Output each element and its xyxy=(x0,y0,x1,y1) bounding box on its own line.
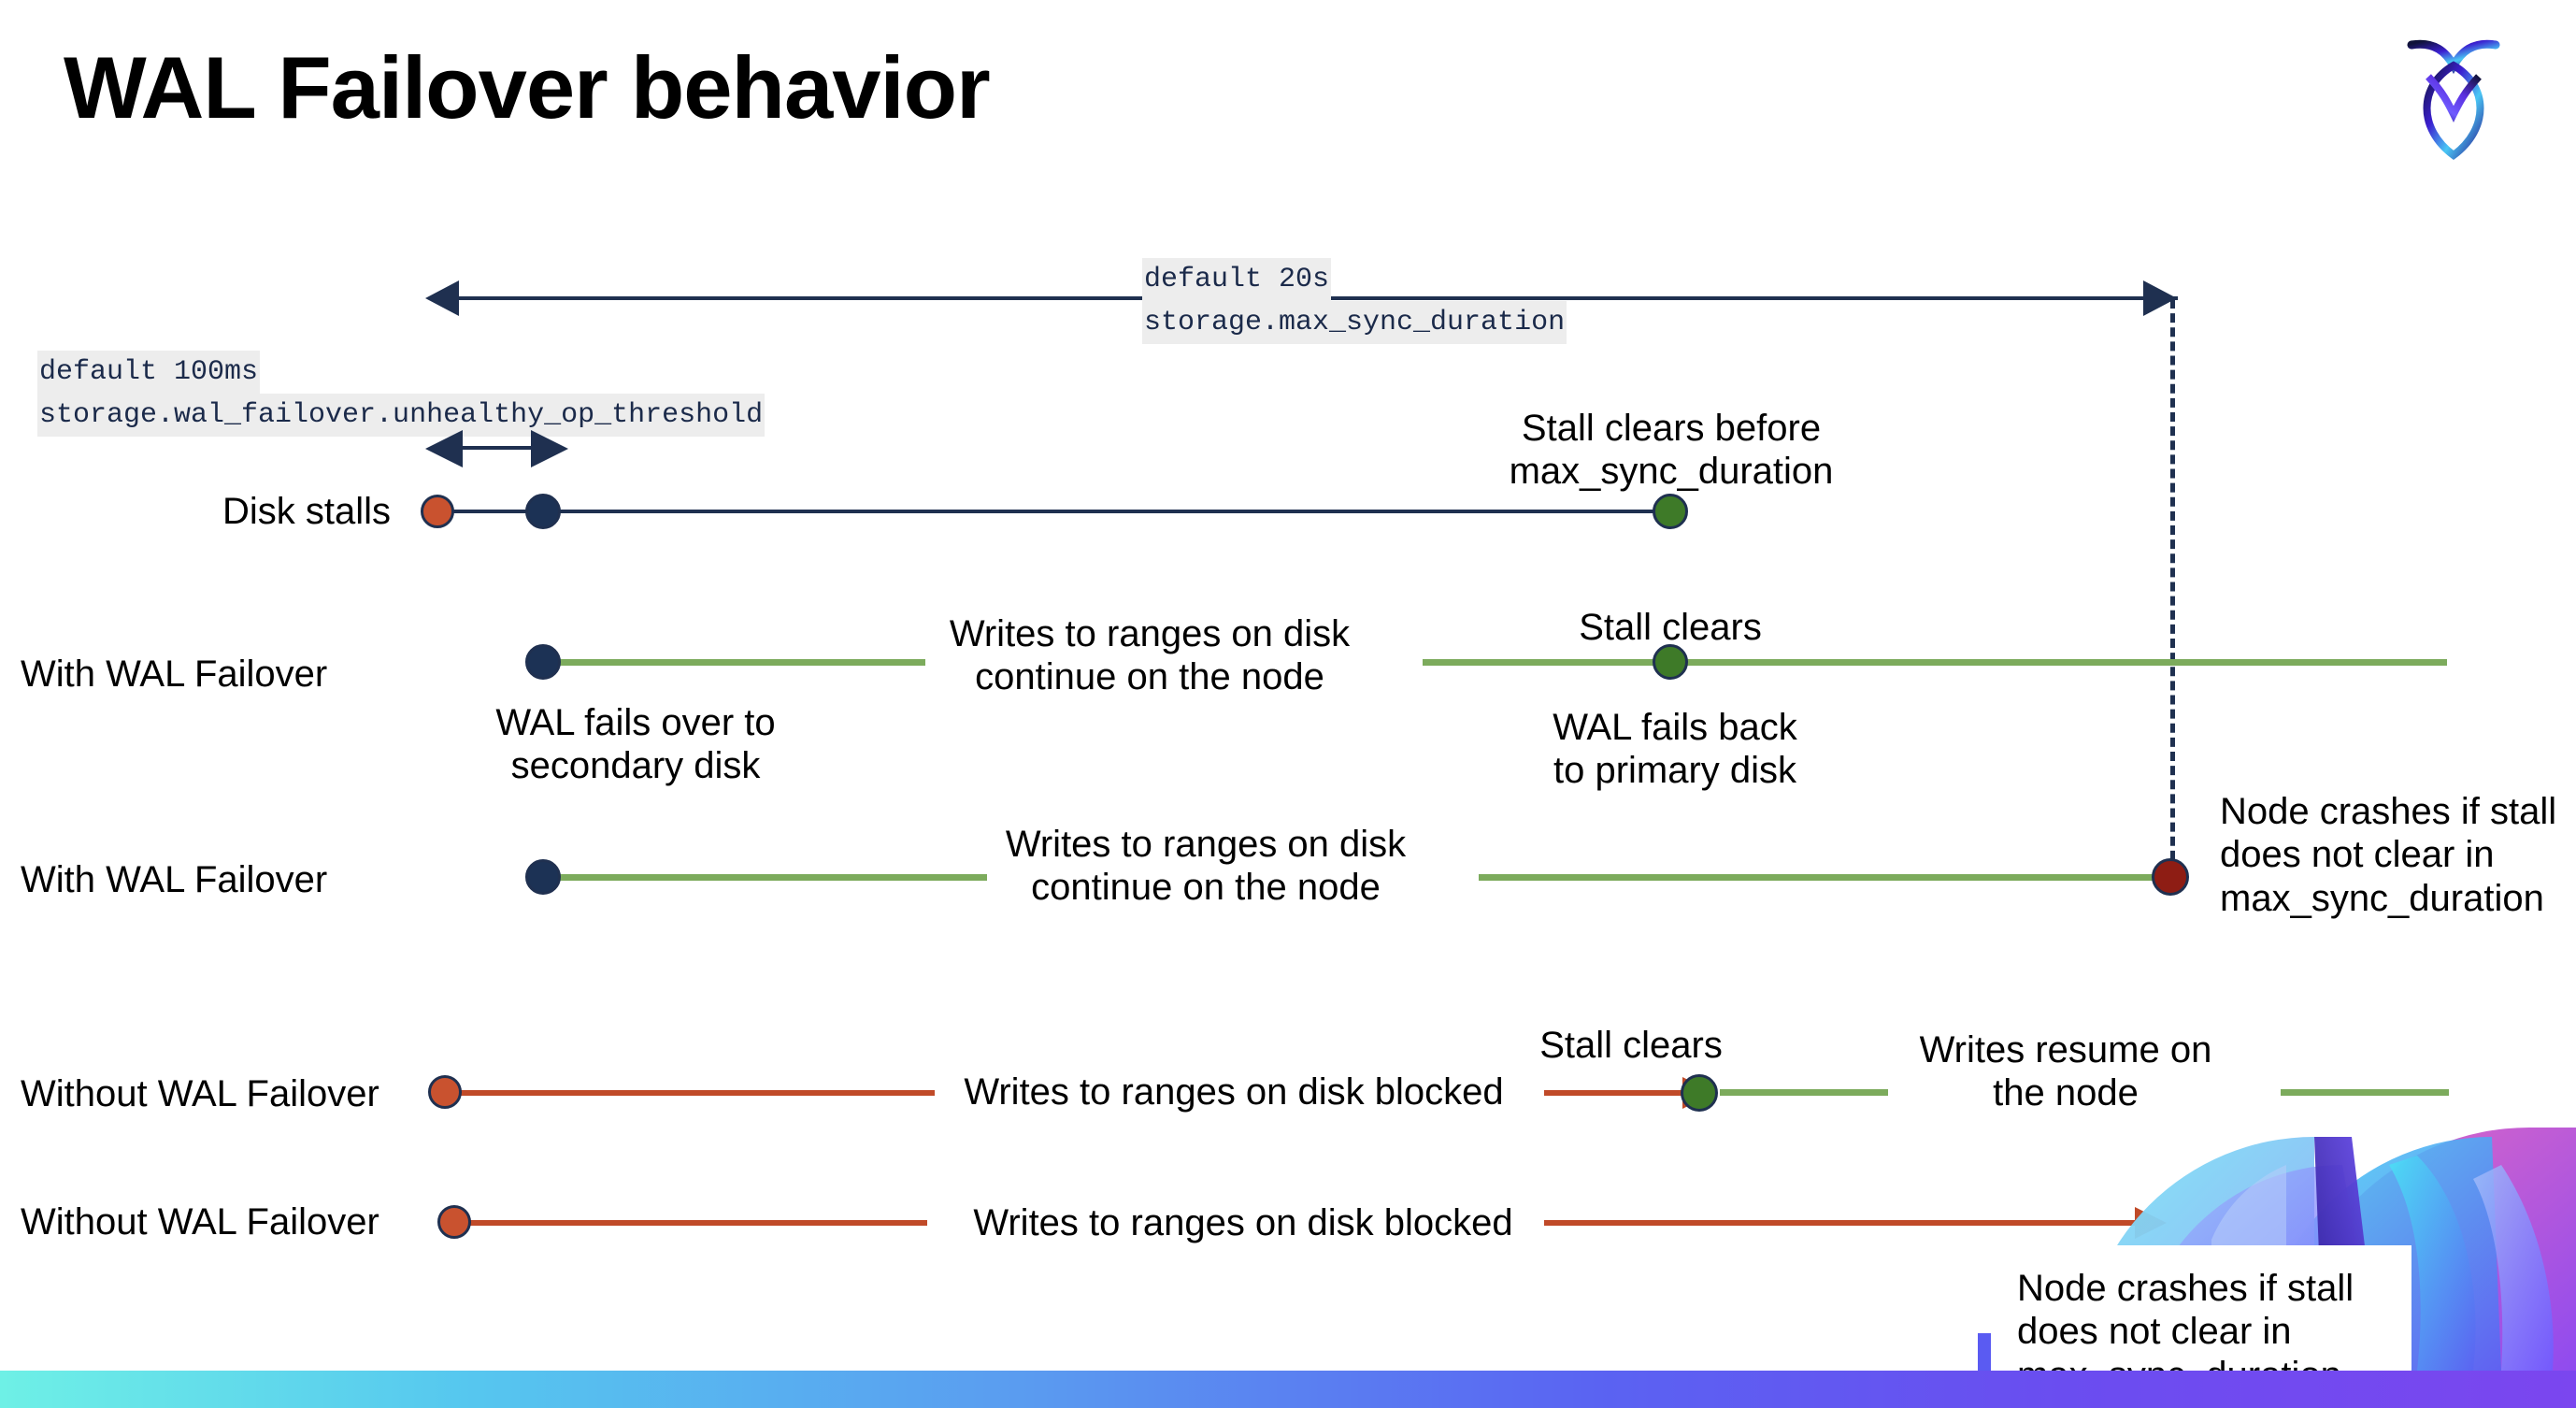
note-wal-fails-over: WAL fails over to secondary disk xyxy=(495,702,776,787)
note-writes-continue-1: Writes to ranges on disk continue on the… xyxy=(949,613,1351,698)
unhealthy-threshold-annotation: default 100ms storage.wal_failover.unhea… xyxy=(37,351,766,437)
without-failover2-line-b xyxy=(1544,1220,2146,1226)
wal-failover2-line-segment-b xyxy=(1479,874,2180,881)
without-failover-resume-line-b xyxy=(2281,1089,2449,1096)
row-label-disk-stalls: Disk stalls xyxy=(222,491,392,532)
node-crash-dot-1 xyxy=(2152,858,2189,896)
note-wal-fails-back: WAL fails back to primary disk xyxy=(1553,707,1797,792)
without-failover2-line-a xyxy=(460,1220,927,1226)
page-title: WAL Failover behavior xyxy=(64,38,991,136)
wal-failover-line-segment-a xyxy=(540,659,925,666)
without-failover-stall-dot-1 xyxy=(428,1075,462,1109)
max-sync-default: default 20s xyxy=(1142,258,1332,301)
row-label-without-wal-failover-1: Without WAL Failover xyxy=(21,1073,379,1114)
disk-stall-start-dot xyxy=(421,495,454,528)
wal-failover-start-dot-2 xyxy=(525,859,561,895)
note-stall-clears-1: Stall clears xyxy=(1579,607,1762,648)
unhealthy-default: default 100ms xyxy=(37,351,261,394)
max-sync-setting: storage.max_sync_duration xyxy=(1142,301,1567,344)
without-failover-clear-dot xyxy=(1681,1074,1718,1112)
threshold-arrow-left-head xyxy=(425,430,463,467)
note-writes-blocked-1: Writes to ranges on disk blocked xyxy=(964,1071,1504,1113)
bottom-gradient-bar xyxy=(0,1371,2576,1408)
max-sync-annotation: default 20s storage.max_sync_duration xyxy=(1142,258,1567,344)
max-sync-arrow-left-head xyxy=(425,280,459,316)
disk-stalls-timeline xyxy=(439,510,1673,513)
note-writes-continue-2: Writes to ranges on disk continue on the… xyxy=(1005,824,1407,909)
cockroachdb-logo-icon xyxy=(2397,28,2510,160)
max-sync-dashed-guide xyxy=(2170,299,2175,874)
note-node-crashes-1: Node crashes if stall does not clear in … xyxy=(2220,791,2557,919)
note-stall-clears-before: Stall clears before max_sync_duration xyxy=(1509,408,1834,493)
disk-stall-failover-dot xyxy=(525,494,561,529)
unhealthy-setting: storage.wal_failover.unhealthy_op_thresh… xyxy=(37,394,766,437)
wal-failover2-line-segment-a xyxy=(540,874,987,881)
note-stall-clears-2: Stall clears xyxy=(1539,1025,1723,1066)
disk-stall-clear-dot xyxy=(1653,494,1688,529)
without-failover-resume-line-a xyxy=(1720,1089,1888,1096)
note-writes-resume: Writes resume on the node xyxy=(1919,1029,2212,1114)
row-label-with-wal-failover-1: With WAL Failover xyxy=(21,654,328,695)
note-node-crashes-2-backdrop xyxy=(1991,1245,2411,1386)
row-label-without-wal-failover-2: Without WAL Failover xyxy=(21,1201,379,1243)
threshold-arrow-line xyxy=(458,446,533,450)
wal-failover-start-dot-1 xyxy=(525,644,561,680)
threshold-arrow-right-head xyxy=(531,430,568,467)
note-writes-blocked-2: Writes to ranges on disk blocked xyxy=(973,1202,1513,1243)
without-failover-stall-dot-2 xyxy=(437,1205,471,1239)
without-failover-blocked-line-a xyxy=(449,1090,935,1096)
row-label-with-wal-failover-2: With WAL Failover xyxy=(21,859,328,900)
wal-failback-dot xyxy=(1653,644,1688,680)
without-failover-blocked-line-b xyxy=(1544,1090,1694,1096)
wal-failover-line-segment-b xyxy=(1423,659,2447,666)
